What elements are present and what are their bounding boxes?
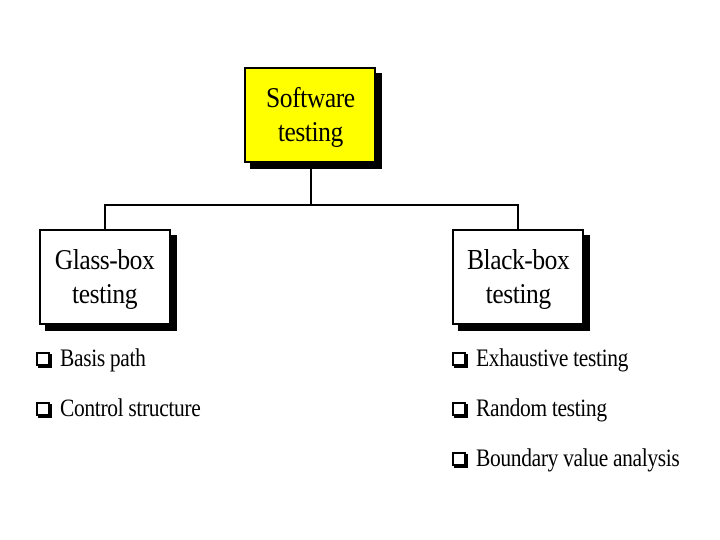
black-box-label-line2: testing bbox=[485, 278, 551, 310]
list-item-label: Exhaustive testing bbox=[476, 345, 629, 372]
list-item: Basis path bbox=[36, 345, 223, 372]
glass-box-label-line2: testing bbox=[72, 278, 138, 310]
connector-right-vertical bbox=[517, 204, 519, 230]
connector-root-vertical bbox=[310, 163, 312, 205]
list-item: Control structure bbox=[36, 395, 223, 422]
software-testing-label-line1: Software bbox=[265, 82, 355, 114]
list-item-label: Boundary value analysis bbox=[476, 445, 680, 472]
list-item: Boundary value analysis bbox=[452, 445, 713, 472]
connector-horizontal bbox=[105, 204, 519, 206]
checkbox-icon bbox=[452, 402, 466, 416]
list-item-label: Basis path bbox=[60, 345, 146, 372]
checkbox-icon bbox=[36, 352, 50, 366]
black-box-testing-box: Black-box testing bbox=[452, 229, 584, 325]
glass-box-label-line1: Glass-box bbox=[55, 244, 155, 276]
black-box-label-line1: Black-box bbox=[466, 244, 570, 276]
software-testing-label-line2: testing bbox=[277, 116, 343, 148]
glass-box-testing-box: Glass-box testing bbox=[39, 229, 171, 325]
list-item: Exhaustive testing bbox=[452, 345, 713, 372]
checkbox-icon bbox=[452, 452, 466, 466]
checkbox-icon bbox=[36, 402, 50, 416]
software-testing-box: Software testing bbox=[244, 67, 376, 163]
black-box-techniques-list: Exhaustive testing Random testing Bounda… bbox=[452, 345, 713, 496]
glass-box-techniques-list: Basis path Control structure bbox=[36, 345, 223, 446]
checkbox-icon bbox=[452, 352, 466, 366]
list-item-label: Random testing bbox=[476, 395, 607, 422]
list-item: Random testing bbox=[452, 395, 713, 422]
list-item-label: Control structure bbox=[60, 395, 201, 422]
connector-left-vertical bbox=[104, 204, 106, 230]
